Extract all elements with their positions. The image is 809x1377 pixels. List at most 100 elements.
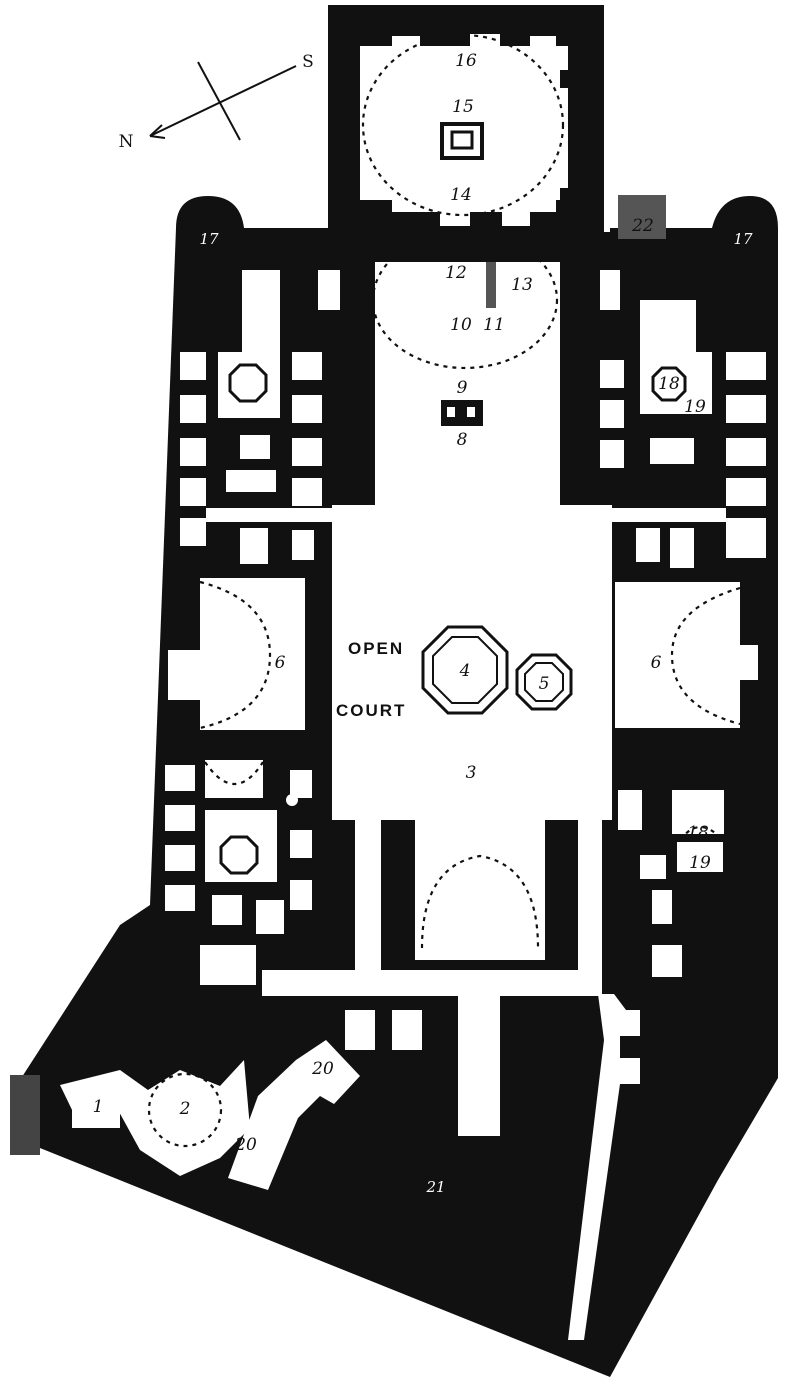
cell-lu-o bbox=[292, 530, 314, 560]
label-19-right: 19 bbox=[684, 397, 706, 417]
compass-south-label: S bbox=[302, 52, 314, 72]
hall-room bbox=[375, 262, 560, 505]
compass-line-ns bbox=[149, 65, 297, 137]
dome-outline-2 bbox=[147, 1072, 223, 1148]
court-cell-a bbox=[345, 1010, 375, 1050]
sanctuary-niche-1 bbox=[560, 70, 570, 88]
label-1: 1 bbox=[93, 1097, 104, 1117]
dome-outline-14 bbox=[361, 33, 565, 217]
cell-ru-f bbox=[726, 478, 766, 506]
label-17-right: 17 bbox=[733, 230, 753, 248]
cell-rl-d bbox=[652, 945, 682, 977]
label-15: 15 bbox=[452, 97, 474, 117]
lower-structures bbox=[60, 945, 640, 1340]
cell-ru-g bbox=[726, 518, 766, 558]
label-22: 22 bbox=[631, 216, 654, 236]
cell-block-left-lower bbox=[165, 760, 312, 934]
octagon-5-inner bbox=[524, 662, 564, 702]
cell-lu-c bbox=[180, 352, 206, 380]
side-halls bbox=[168, 578, 758, 730]
cell-ru-a bbox=[640, 300, 696, 352]
label-21: 21 bbox=[425, 1178, 445, 1196]
cell-ll-e bbox=[165, 885, 195, 911]
portico-steps-left bbox=[10, 1075, 40, 1155]
shrine-15-core bbox=[450, 130, 474, 150]
cell-lu-l bbox=[240, 435, 270, 459]
corridor-lu bbox=[206, 508, 332, 522]
court-label-court: COURT bbox=[336, 701, 406, 720]
cell-block-left-upper bbox=[180, 270, 340, 564]
cell-ll-h bbox=[290, 880, 312, 910]
corridor-ru bbox=[612, 508, 726, 522]
compass-arrow bbox=[149, 124, 166, 139]
colonnade-strip bbox=[458, 990, 500, 1136]
cell-lu-k bbox=[292, 478, 322, 506]
hall bbox=[371, 230, 560, 505]
label-9: 9 bbox=[457, 378, 468, 398]
label-18: 18 bbox=[687, 823, 709, 843]
dome-outline-ll bbox=[204, 761, 264, 786]
passage-20 bbox=[228, 1040, 360, 1190]
aisle-left bbox=[355, 820, 381, 970]
cell-ru-c bbox=[726, 352, 766, 380]
cell-lu-j bbox=[292, 438, 322, 466]
cell-ll-c bbox=[165, 805, 195, 831]
cell-ll-f bbox=[290, 770, 312, 798]
cell-ll-b bbox=[165, 765, 195, 791]
cell-ru-b bbox=[600, 270, 620, 310]
side-hall-left-arc bbox=[199, 580, 272, 730]
octagon-lu bbox=[228, 363, 268, 403]
room-labels: 16 15 14 12 13 10 11 9 8 17 17 22 18 19 … bbox=[93, 51, 753, 1196]
cell-lu-d bbox=[180, 395, 206, 423]
altar-niche-b bbox=[467, 407, 475, 417]
open-court: OPEN COURT bbox=[332, 505, 612, 820]
cell-lu-e bbox=[180, 438, 206, 466]
cell-lu-i bbox=[292, 395, 322, 423]
cell-ru-k bbox=[650, 438, 694, 464]
octagon-ll bbox=[219, 835, 259, 875]
cell-ru-d bbox=[726, 395, 766, 423]
cell-block-right-upper bbox=[600, 261, 766, 568]
cell-rl-b bbox=[640, 855, 666, 879]
cell-rl-c bbox=[652, 890, 672, 924]
label-16: 16 bbox=[455, 51, 477, 71]
east-passage bbox=[568, 994, 640, 1340]
cell-ll-j bbox=[256, 900, 284, 934]
cell-1 bbox=[72, 1088, 120, 1128]
compass-north-label: N bbox=[119, 132, 134, 152]
label-2: 2 bbox=[179, 1099, 191, 1119]
cell-lu-b bbox=[318, 270, 340, 310]
label-18-right: 18 bbox=[658, 374, 680, 394]
label-6-right: 6 bbox=[651, 653, 662, 673]
cell-ll-d bbox=[165, 845, 195, 871]
label-8: 8 bbox=[457, 430, 468, 450]
label-3: 3 bbox=[466, 763, 477, 783]
dome-outline-10 bbox=[371, 230, 559, 370]
court-cell-b bbox=[392, 1010, 422, 1050]
label-10: 10 bbox=[450, 315, 472, 335]
cell-lu-h bbox=[292, 352, 322, 380]
label-13: 13 bbox=[511, 275, 533, 295]
cell-ru-j bbox=[600, 440, 624, 468]
south-corridor bbox=[262, 970, 602, 996]
cell-ll-i bbox=[212, 895, 242, 925]
altar-niche-a bbox=[447, 407, 455, 417]
cell-18 bbox=[672, 790, 724, 834]
label-17-left: 17 bbox=[199, 230, 219, 248]
label-20-upper: 20 bbox=[311, 1059, 334, 1079]
octagon-ru bbox=[651, 366, 687, 402]
label-6-left: 6 bbox=[275, 653, 286, 673]
lower-central bbox=[262, 790, 724, 996]
side-hall-left bbox=[168, 578, 305, 730]
cell-ru-m bbox=[636, 528, 660, 562]
cell-rl-a bbox=[618, 790, 642, 830]
cell-ru-i bbox=[600, 400, 624, 428]
compass-line-ew bbox=[197, 61, 241, 141]
cell-ll-a bbox=[205, 760, 263, 798]
cell-lu-g bbox=[180, 518, 206, 546]
dome-outline-lower-hall bbox=[420, 854, 540, 949]
label-12: 12 bbox=[445, 263, 467, 283]
dome-outline-19 bbox=[679, 825, 723, 841]
cell-lu-m bbox=[226, 470, 276, 492]
